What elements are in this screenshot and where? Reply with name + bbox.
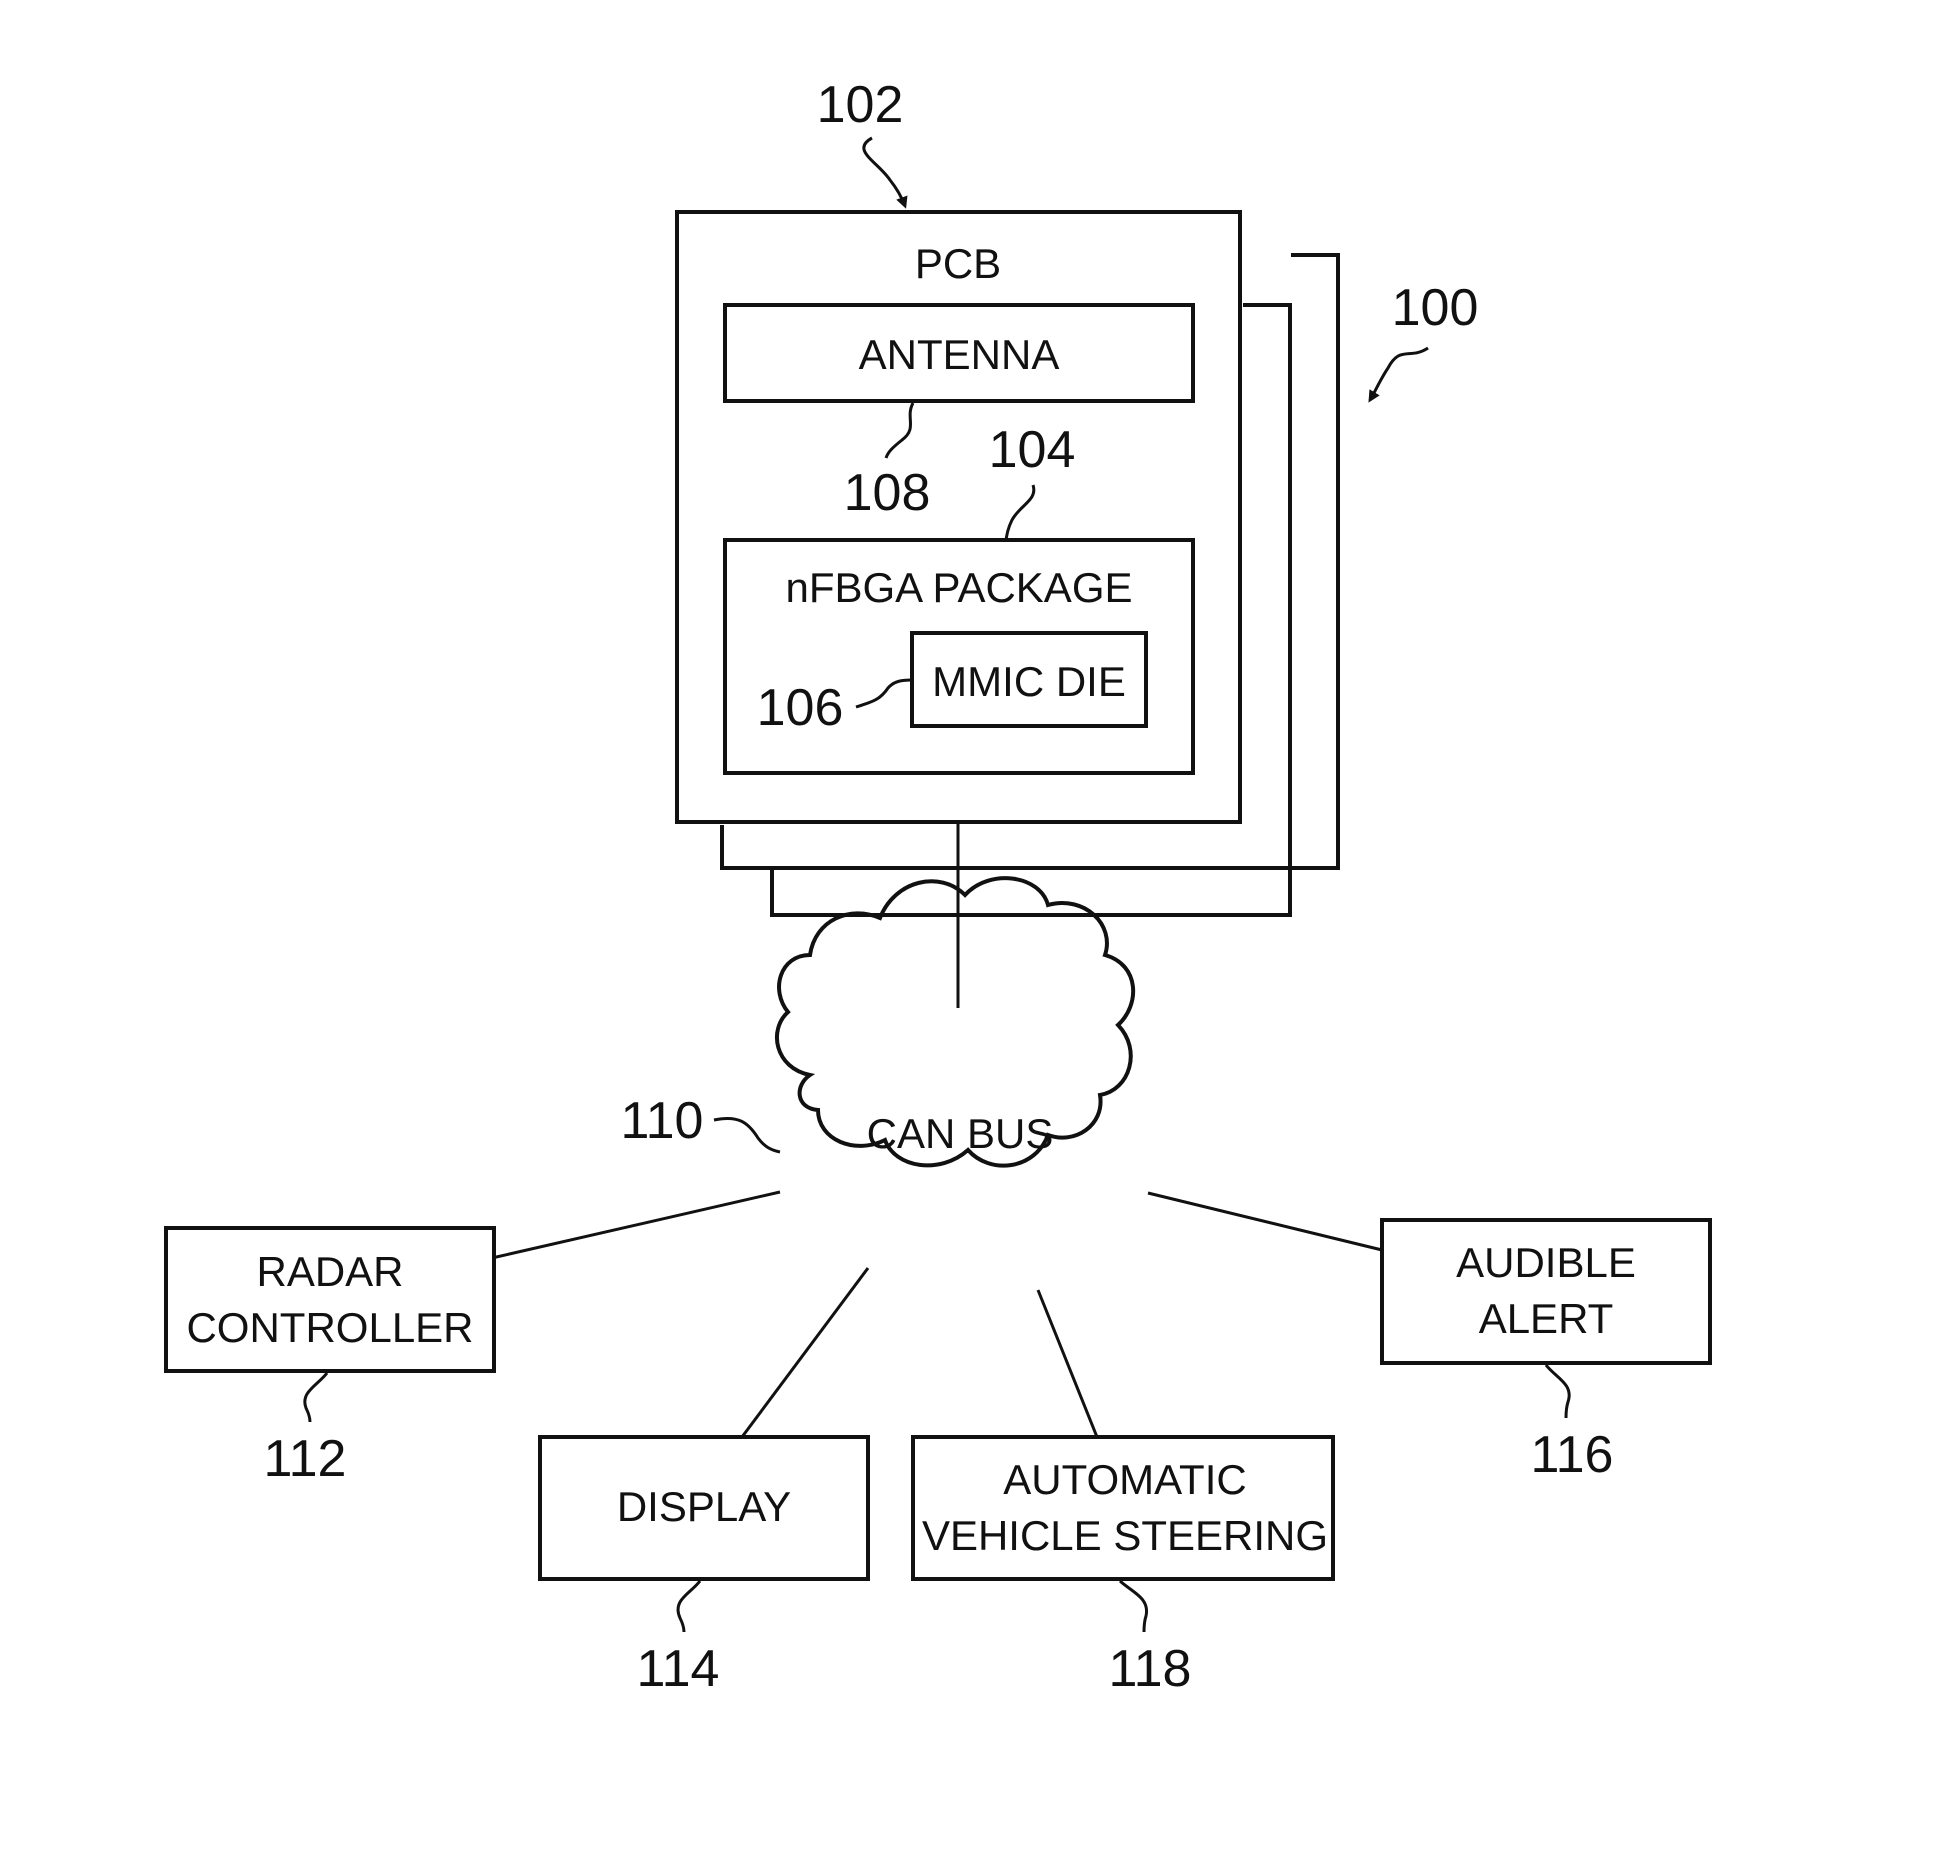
ref-112-leader	[305, 1373, 327, 1422]
ref-114-leader	[678, 1581, 700, 1632]
audible-alert-label-2: ALERT	[1479, 1295, 1614, 1342]
ref-100: 100	[1392, 279, 1479, 337]
bus-to-display-line	[742, 1268, 868, 1437]
ref-110-leader	[714, 1118, 780, 1152]
ref-114: 114	[637, 1640, 720, 1698]
bus-to-radar-line	[492, 1192, 780, 1258]
radar-controller-label-2: CONTROLLER	[186, 1304, 473, 1351]
ref-118-leader	[1120, 1581, 1147, 1632]
steering-label-2: VEHICLE STEERING	[922, 1512, 1328, 1559]
radar-controller-label-1: RADAR	[256, 1248, 403, 1295]
ref-104: 104	[989, 421, 1076, 479]
ref-112: 112	[264, 1430, 347, 1488]
ref-116-leader	[1546, 1365, 1569, 1418]
pcb-label: PCB	[915, 240, 1001, 287]
can-bus-label: CAN BUS	[867, 1110, 1054, 1157]
ref-100-arrow	[1370, 348, 1428, 400]
bus-to-steering-line	[1038, 1290, 1097, 1437]
ref-106: 106	[757, 679, 844, 737]
steering-label-1: AUTOMATIC	[1003, 1456, 1246, 1503]
audible-alert-label-1: AUDIBLE	[1456, 1239, 1636, 1286]
ref-118: 118	[1109, 1640, 1192, 1698]
ref-108: 108	[844, 464, 931, 522]
display-label: DISPLAY	[617, 1483, 791, 1530]
package-label: nFBGA PACKAGE	[785, 564, 1132, 611]
die-label: MMIC DIE	[932, 658, 1126, 705]
bus-to-alert-line	[1148, 1193, 1382, 1250]
ref-102-arrow	[864, 138, 905, 206]
ref-102: 102	[817, 76, 904, 134]
antenna-label: ANTENNA	[859, 331, 1060, 378]
ref-110: 110	[621, 1092, 704, 1150]
ref-116: 116	[1531, 1426, 1614, 1484]
